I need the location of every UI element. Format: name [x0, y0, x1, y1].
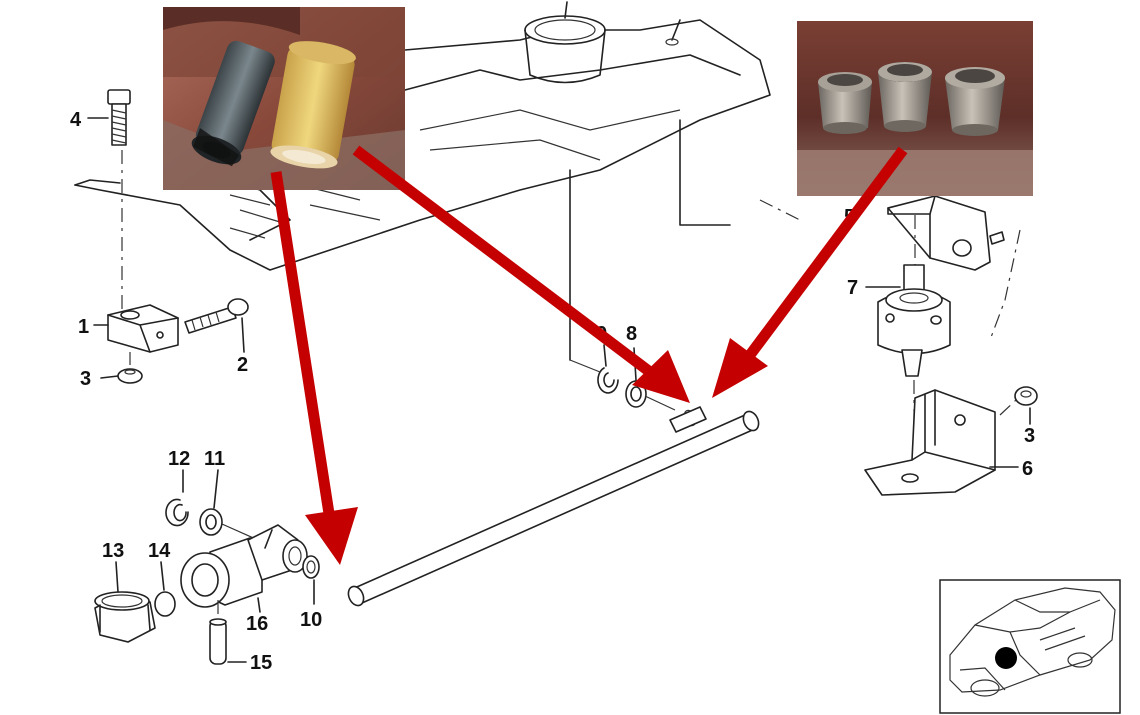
tunnel-panel — [74, 1, 801, 361]
photo-metal-bushings — [797, 21, 1033, 196]
callout-2: 2 — [237, 354, 248, 376]
arrow-photo-to-joint — [270, 171, 358, 565]
callout-4: 4 — [70, 109, 82, 131]
ring-part-14 — [154, 591, 176, 617]
arrow-photo-to-shaft-end — [352, 145, 690, 403]
callout-1: 1 — [78, 316, 89, 338]
callout-6: 6 — [1022, 458, 1033, 480]
circlip-part-12 — [165, 498, 189, 527]
circlip-part-9 — [597, 367, 619, 394]
joint-assembly — [94, 498, 320, 665]
right-mount-assembly — [864, 195, 1038, 496]
bracket-part-6 — [864, 389, 996, 496]
callout-14: 14 — [148, 540, 171, 562]
bolt-part-2 — [184, 298, 249, 334]
block-part-1 — [107, 304, 179, 353]
callout-15: 15 — [250, 652, 272, 674]
shift-shaft — [347, 406, 760, 607]
callout-3-left: 3 — [80, 368, 91, 390]
callout-10: 10 — [300, 609, 322, 631]
callout-labels: 1 2 3 4 5 7 3 6 9 8 12 11 13 14 16 10 15 — [70, 109, 1035, 674]
callout-13: 13 — [102, 540, 124, 562]
ring-part-10 — [302, 555, 320, 579]
callout-16: 16 — [246, 613, 268, 635]
callout-11: 11 — [204, 448, 225, 470]
joint-housing-part-16 — [180, 524, 308, 608]
photo-worn-bushings — [163, 7, 405, 190]
red-arrows — [270, 145, 908, 565]
callout-12: 12 — [168, 448, 190, 470]
pin-part-15 — [209, 618, 227, 665]
bushing-part-13 — [94, 591, 156, 643]
arrow-metal-photo-to-shaft — [712, 146, 908, 398]
mount-block-assembly — [107, 89, 249, 384]
bracket-part-5 — [887, 195, 1005, 271]
location-dot — [995, 647, 1017, 669]
nut-part-3-right — [1014, 386, 1038, 406]
isolator-part-7 — [877, 264, 951, 377]
callout-7: 7 — [847, 277, 858, 299]
nut-part-3-left — [117, 368, 143, 384]
callout-3-right: 3 — [1024, 425, 1035, 447]
bolt-part-4 — [107, 89, 131, 146]
car-location-inset — [939, 579, 1121, 714]
callout-8: 8 — [626, 323, 637, 345]
washer-part-11 — [199, 508, 223, 536]
